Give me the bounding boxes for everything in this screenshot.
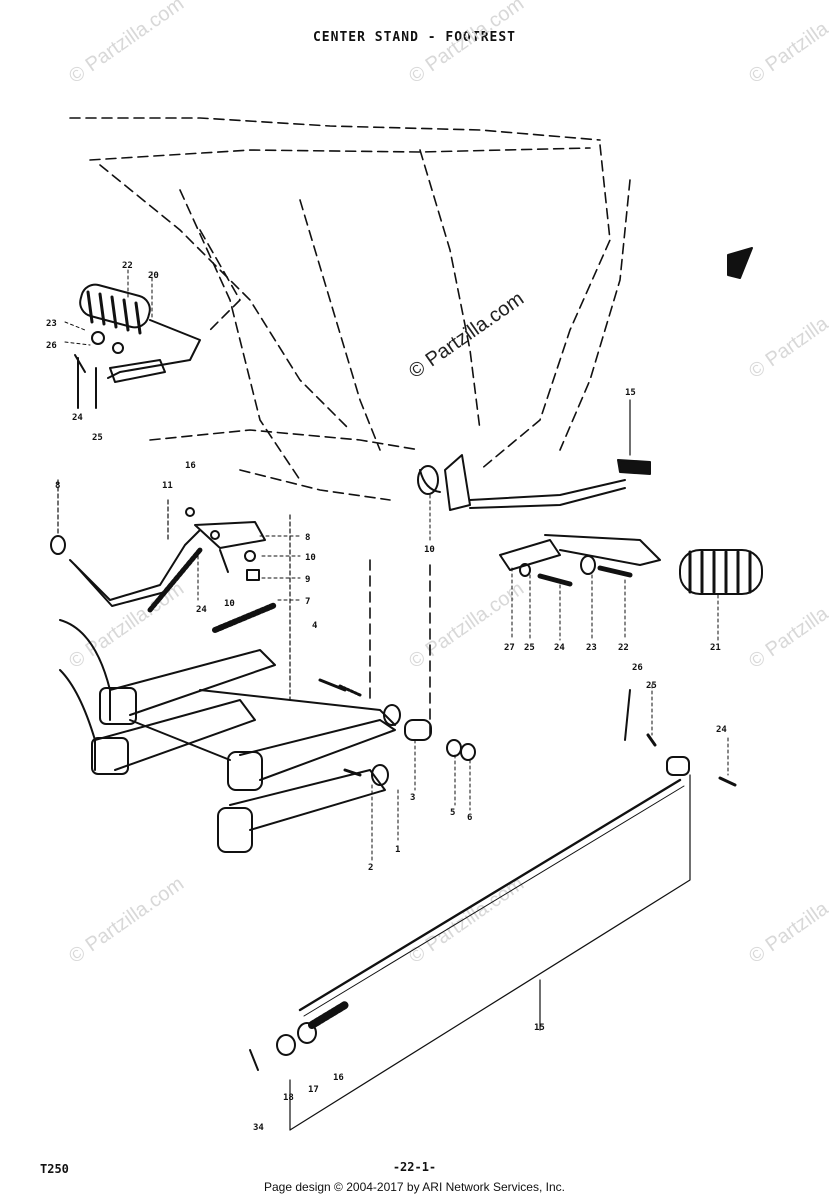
callout-19b: 16 — [333, 1073, 344, 1083]
callout-29: 22 — [122, 261, 133, 271]
callout-7: 7 — [305, 597, 310, 607]
callout-20: 17 — [308, 1085, 319, 1095]
callout-32b: 25 — [524, 643, 535, 653]
callout-22: 24 — [716, 725, 727, 735]
brake-pedal-assembly — [417, 399, 651, 511]
callout-30: 23 — [46, 319, 57, 329]
rear-footrest-assembly — [74, 283, 201, 409]
brake-cable — [249, 689, 737, 1131]
frame-outline — [69, 117, 631, 741]
callout-34: 34 — [253, 1123, 264, 1133]
callout-4: 4 — [312, 621, 318, 631]
callout-2: 2 — [368, 863, 373, 873]
callout-28: 21 — [710, 643, 721, 653]
callout-27: 20 — [148, 271, 159, 281]
callout-18b: 15 — [534, 1023, 545, 1033]
callout-10: 10 — [305, 553, 316, 563]
right-footrest-assembly — [499, 247, 763, 595]
callout-18: 15 — [625, 388, 636, 398]
callout-31b: 24 — [196, 605, 207, 615]
callout-21: 18 — [283, 1093, 294, 1103]
stand-hardware — [289, 514, 476, 761]
callout-19: 16 — [185, 461, 196, 471]
callout-labels: 22 20 23 26 24 25 16 8 11 8 10 9 7 24 10… — [46, 261, 727, 1133]
callout-8: 8 — [305, 533, 310, 543]
callout-3: 3 — [410, 793, 415, 803]
callout-11: 11 — [162, 481, 173, 491]
model-code: T250 — [40, 1162, 69, 1176]
callout-31: 24 — [72, 413, 83, 423]
callout-31c: 24 — [554, 643, 565, 653]
page-number: -22-1- — [392, 1160, 437, 1174]
callout-24: 26 — [632, 663, 643, 673]
callout-9: 9 — [305, 575, 310, 585]
callout-15: 8 — [55, 481, 60, 491]
callout-1: 1 — [395, 845, 400, 855]
callout-17: 10 — [424, 545, 435, 555]
stand-spring-arm — [50, 479, 278, 633]
callout-25: 27 — [504, 643, 515, 653]
leader-lines — [64, 269, 729, 861]
callout-6: 6 — [467, 813, 472, 823]
callout-32: 25 — [92, 433, 103, 443]
callout-12: 10 — [224, 599, 235, 609]
callout-33: 26 — [46, 341, 57, 351]
callout-23: 25 — [646, 681, 657, 691]
callout-5: 5 — [450, 808, 455, 818]
copyright-notice: Page design © 2004-2017 by ARI Network S… — [263, 1180, 565, 1194]
center-stand — [59, 619, 401, 853]
diagram-title: CENTER STAND - FOOTREST — [312, 30, 516, 45]
callout-29b: 22 — [618, 643, 629, 653]
callout-30b: 23 — [586, 643, 597, 653]
